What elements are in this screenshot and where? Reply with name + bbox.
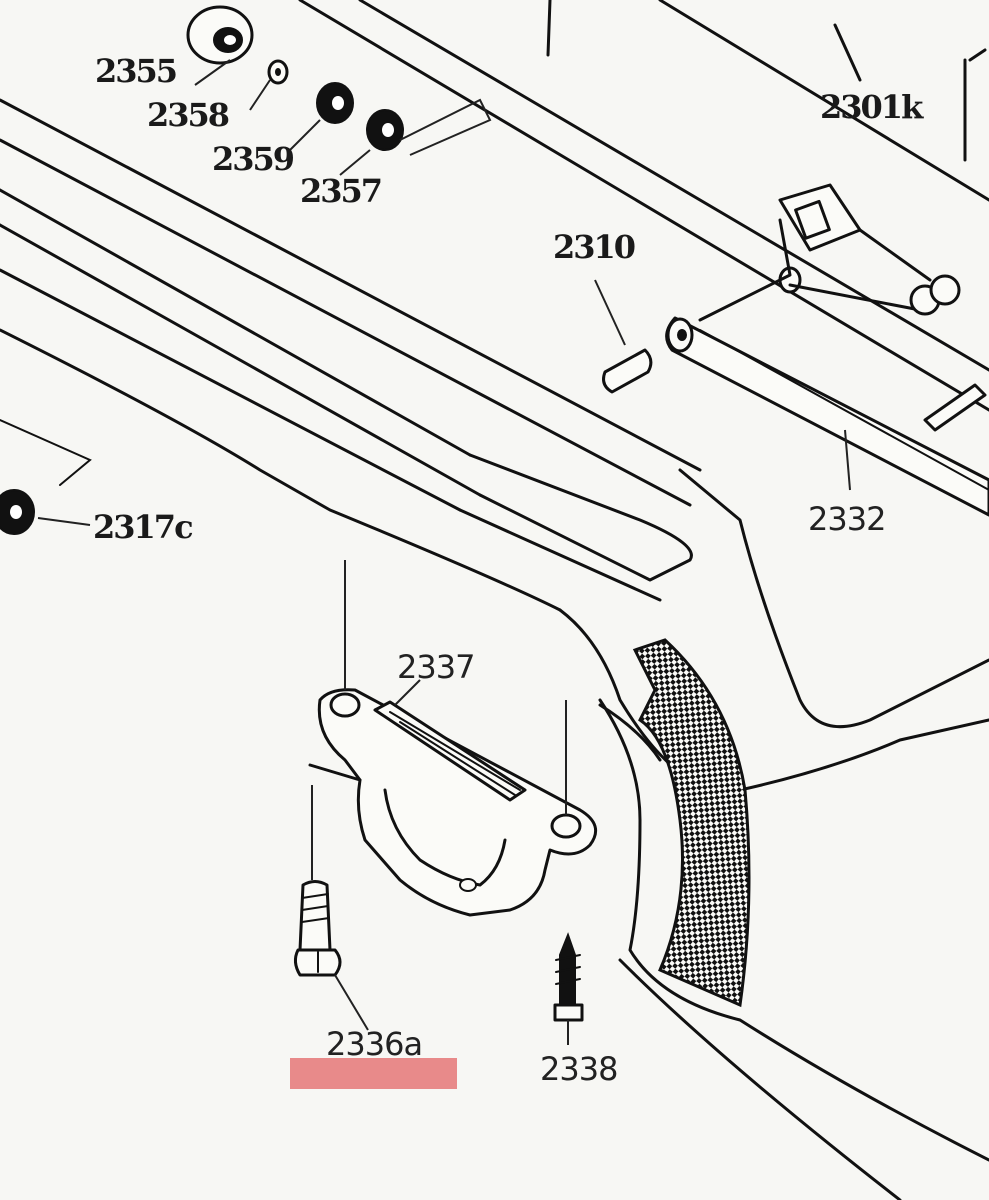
part-2337-trigger-guard	[308, 560, 598, 917]
part-2359-washer	[316, 82, 354, 124]
checkered-grip	[632, 638, 751, 1008]
cylinder-section	[298, 0, 989, 412]
label-2359: 2359	[212, 140, 294, 178]
part-2336a-screw	[293, 785, 369, 1031]
part-2317c-washer	[0, 489, 91, 535]
label-2301k: 2301k	[820, 88, 924, 126]
highlight-marker	[290, 1058, 457, 1089]
label-2317c: 2317c	[93, 508, 193, 546]
part-2332-rod	[665, 316, 989, 517]
label-2357: 2357	[300, 172, 381, 210]
label-2355: 2355	[95, 52, 176, 90]
part-2355-washer	[186, 5, 254, 65]
label-2337: 2337	[397, 648, 474, 686]
barrel-outline	[0, 98, 702, 602]
part-2357-washer	[366, 109, 404, 151]
label-2332: 2332	[808, 500, 885, 538]
label-2310: 2310	[553, 228, 635, 266]
linkage-assembly	[698, 183, 987, 432]
label-2338: 2338	[540, 1050, 617, 1088]
part-2358-small-ring	[267, 59, 289, 85]
trigger-piece	[598, 703, 662, 762]
part-2310-pin	[594, 279, 653, 394]
label-2358: 2358	[147, 96, 229, 134]
part-2338-screw	[553, 932, 584, 1045]
label-2336a: 2336a	[326, 1025, 422, 1063]
